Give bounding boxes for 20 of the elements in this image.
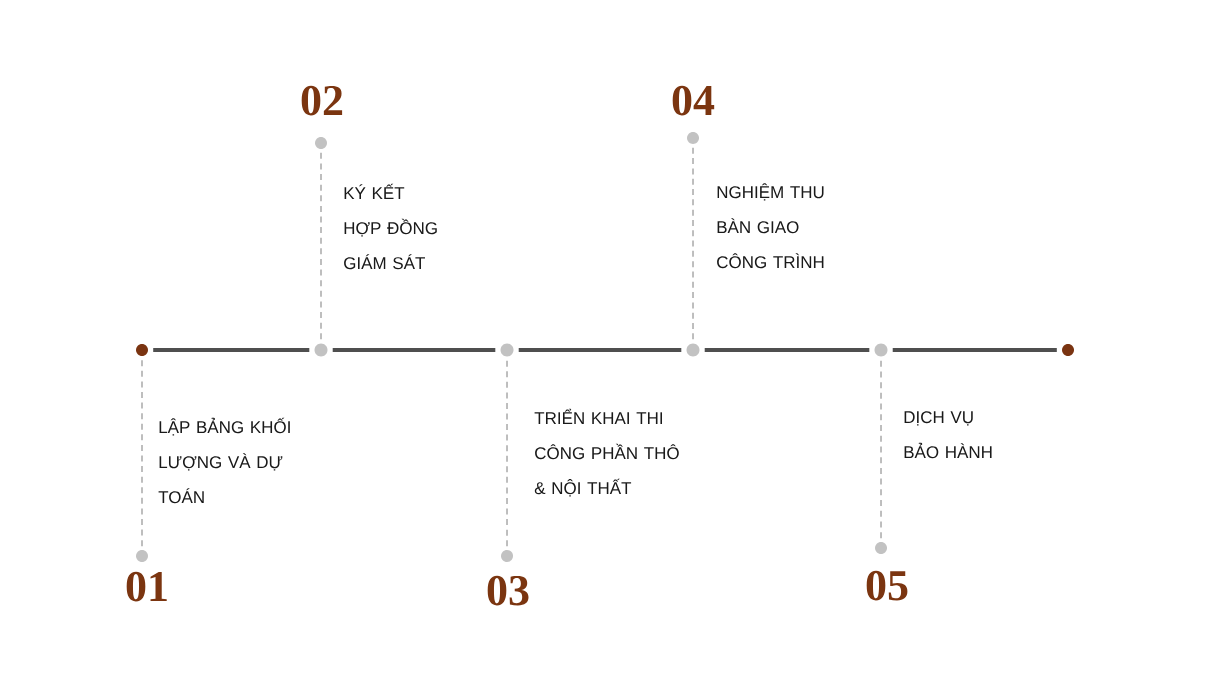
dashed-line xyxy=(141,359,143,548)
step-description: DỊCH VỤ BẢO HÀNH xyxy=(904,411,992,459)
step-number: 04 xyxy=(672,85,715,116)
timeline-line xyxy=(704,348,870,352)
dashed-line xyxy=(506,360,508,548)
step-description: KÝ KẾT HỢP ĐỒNG GIÁM SÁT xyxy=(344,183,437,270)
step-number: 05 xyxy=(866,570,908,601)
step-description: LẬP BẢNG KHỐI LƯỢNG VÀ DỰ TOÁN xyxy=(158,417,290,504)
timeline-line xyxy=(332,348,496,352)
dashed-line xyxy=(692,146,694,340)
step-number: 03 xyxy=(487,575,529,606)
step-description: NGHIỆM THU BÀN GIAO CÔNG TRÌNH xyxy=(717,183,824,269)
dashed-line xyxy=(880,360,882,540)
step-number: 02 xyxy=(301,85,343,116)
timeline-line xyxy=(892,348,1057,352)
timeline-line xyxy=(153,348,310,352)
timeline-line xyxy=(518,348,682,352)
dashed-line xyxy=(320,151,322,340)
step-description: TRIỂN KHAI THI CÔNG PHẦN THÔ & NỘI THẤT xyxy=(534,408,679,497)
step-number: 01 xyxy=(126,571,167,602)
